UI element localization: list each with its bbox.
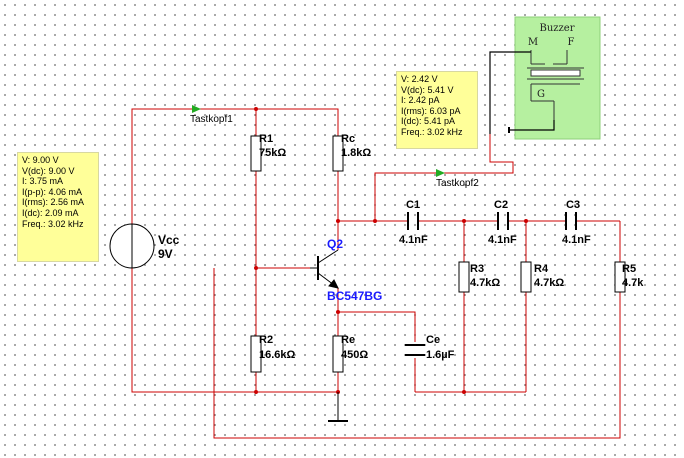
r4-value: 4.7kΩ <box>534 277 564 289</box>
r3-value: 4.7kΩ <box>470 277 500 289</box>
r2-value: 16.6kΩ <box>259 349 296 361</box>
c2-value: 4.1nF <box>488 234 517 246</box>
resistor-r4[interactable] <box>520 261 532 293</box>
capacitor-c3[interactable] <box>565 212 577 230</box>
measure-left-line: I(p-p): 4.06 mA <box>22 186 83 197</box>
measure-right-line: I: 2.42 pA <box>401 95 440 106</box>
buzzer-wiring <box>489 51 555 134</box>
r5-name: R5 <box>622 263 636 275</box>
probe-2-label: Tastkopf2 <box>436 178 479 189</box>
resistor-rc[interactable] <box>332 135 344 172</box>
q2-name: Q2 <box>327 237 343 251</box>
resistor-re[interactable] <box>332 335 344 373</box>
measurement-box-left: V: 9.00 V V(dc): 9.00 V I: 3.75 mA I(p-p… <box>17 152 99 262</box>
measure-left-line: V: 9.00 V <box>22 155 59 165</box>
resistor-r3[interactable] <box>458 261 470 293</box>
re-name: Re <box>341 334 355 346</box>
r2-name: R2 <box>259 334 273 346</box>
buzzer-symbol <box>527 50 584 120</box>
rc-value: 1.8kΩ <box>341 147 371 159</box>
probe-2[interactable] <box>436 169 445 177</box>
probe-1-label: Tastkopf1 <box>190 114 233 125</box>
r4-name: R4 <box>534 263 549 275</box>
transistor-q2[interactable] <box>310 249 339 289</box>
capacitor-c1[interactable] <box>407 212 419 230</box>
buzzer-pin-m: M <box>528 37 538 48</box>
measure-left-line: V(dc): 9.00 V <box>22 165 75 176</box>
wires <box>131 108 621 439</box>
vcc-source[interactable] <box>109 223 155 269</box>
c2-name: C2 <box>494 199 508 211</box>
r3-name: R3 <box>470 263 484 275</box>
measure-left-line: I(rms): 2.56 mA <box>22 197 85 208</box>
measure-left-line: Freq.: 3.02 kHz <box>22 218 84 229</box>
buzzer-title: Buzzer <box>539 23 574 34</box>
r1-value: 75kΩ <box>259 147 286 159</box>
c1-value: 4.1nF <box>399 234 428 246</box>
buzzer-pin-f: F <box>568 37 575 48</box>
c3-name: C3 <box>566 199 580 211</box>
q2-model: BC547BG <box>327 289 382 303</box>
junctions <box>254 107 528 394</box>
measure-left-line: I(dc): 2.09 mA <box>22 207 79 218</box>
measure-right-line: Freq.: 3.02 kHz <box>401 126 463 137</box>
measure-right-line: V(dc): 5.41 V <box>401 84 454 95</box>
measure-right-line: I(rms): 6.03 pA <box>401 105 461 116</box>
measure-right-line: V: 2.42 V <box>401 74 438 84</box>
buzzer-pin-g: G <box>537 89 545 100</box>
capacitor-c2[interactable] <box>497 212 509 230</box>
resistor-r2[interactable] <box>250 335 262 373</box>
resistor-r5[interactable] <box>614 261 626 293</box>
resistor-r1[interactable] <box>250 135 262 172</box>
probe-1[interactable] <box>192 105 201 113</box>
c1-name: C1 <box>406 199 420 211</box>
measure-right-line: I(dc): 5.41 pA <box>401 116 456 127</box>
vcc-name: Vcc <box>158 233 180 247</box>
measurement-box-right: V: 2.42 V V(dc): 5.41 V I: 2.42 pA I(rms… <box>396 71 478 149</box>
vcc-value: 9V <box>158 247 173 261</box>
measure-left-line: I: 3.75 mA <box>22 176 64 187</box>
ce-value: 1.6µF <box>426 349 455 361</box>
ground-symbol <box>328 392 348 422</box>
c3-value: 4.1nF <box>562 234 591 246</box>
capacitor-ce[interactable] <box>405 344 425 356</box>
r5-value: 4.7k <box>622 277 644 289</box>
ce-name: Ce <box>426 334 440 346</box>
re-value: 450Ω <box>341 349 368 361</box>
r1-name: R1 <box>259 133 273 145</box>
rc-name: Rc <box>341 133 355 145</box>
buzzer-body[interactable] <box>514 16 601 140</box>
